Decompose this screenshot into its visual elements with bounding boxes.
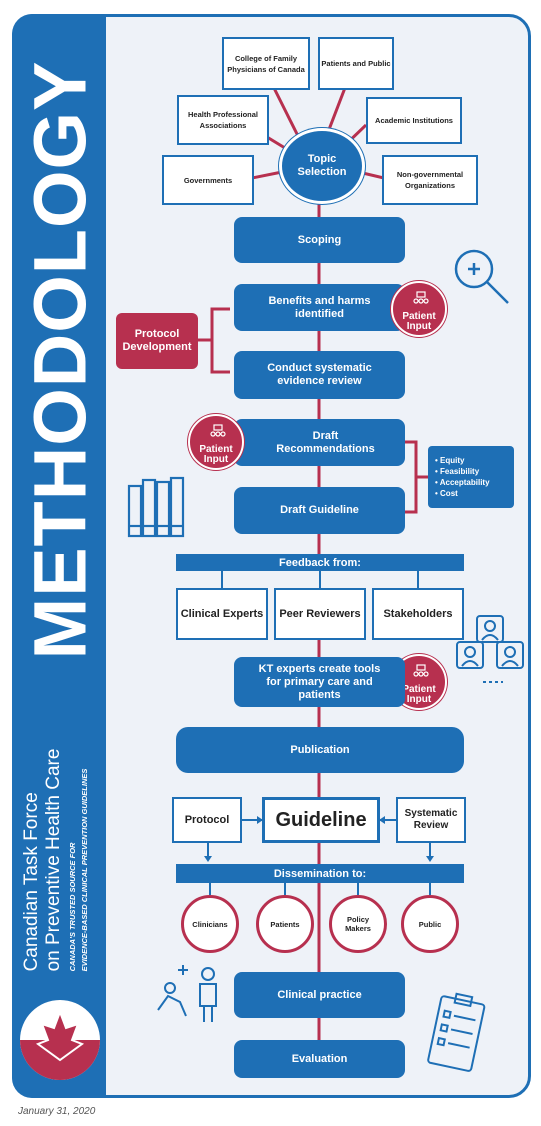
audience-clinicians: Clinicians	[181, 895, 239, 953]
step-systematic-review: Conduct systematic evidence review	[234, 351, 405, 399]
step-draft-recommendations: Draft Recommendations	[234, 419, 405, 466]
stakeholder-patients-public: Patients and Public	[318, 37, 394, 90]
topic-selection-node: Topic Selection	[279, 128, 365, 204]
feedback-clinical-experts: Clinical Experts	[176, 588, 268, 640]
magnifier-icon	[454, 249, 509, 304]
guideline-box: Guideline	[262, 797, 380, 843]
considerations-list: • Equity • Feasibility • Acceptability •…	[428, 446, 514, 508]
feedback-peer-reviewers: Peer Reviewers	[274, 588, 366, 640]
audience-public: Public	[401, 895, 459, 953]
patient-group-icon	[413, 664, 429, 677]
binders-icon	[127, 476, 185, 538]
patient-group-icon	[413, 291, 429, 304]
stakeholder-health-professional-associations: Health Professional Associations	[177, 95, 269, 145]
patient-input-badge: Patient Input	[391, 281, 447, 337]
stakeholder-governments: Governments	[162, 155, 254, 205]
feedback-stakeholders: Stakeholders	[372, 588, 464, 640]
step-publication: Publication	[176, 727, 464, 773]
protocol-box: Protocol	[172, 797, 242, 843]
patient-group-icon	[210, 424, 226, 437]
side-panel	[12, 14, 106, 1098]
feedback-from-bar: Feedback from:	[176, 554, 464, 571]
patient-input-label: Patient Input	[402, 311, 436, 332]
step-benefits-harms: Benefits and harms identified	[234, 284, 405, 331]
patient-input-badge: Patient Input	[188, 414, 244, 470]
consideration-item: • Acceptability	[435, 478, 490, 487]
clinician-patient-icon	[157, 965, 217, 1022]
stakeholder-academic-institutions: Academic Institutions	[366, 97, 462, 144]
patient-input-label: Patient Input	[402, 684, 436, 705]
publication-date: January 31, 2020	[18, 1106, 96, 1117]
step-evaluation: Evaluation	[234, 1040, 405, 1078]
people-chat-icon	[456, 615, 524, 683]
consideration-item: • Equity	[435, 456, 465, 465]
audience-patients: Patients	[256, 895, 314, 953]
systematic-review-box: Systematic Review	[396, 797, 466, 843]
step-clinical-practice: Clinical practice	[234, 972, 405, 1018]
checklist-icon	[427, 992, 486, 1072]
stakeholder-cfpc: College of Family Physicians of Canada	[222, 37, 310, 90]
audience-policy-makers: Policy Makers	[329, 895, 387, 953]
step-draft-guideline: Draft Guideline	[234, 487, 405, 534]
dissemination-bar: Dissemination to:	[176, 864, 464, 883]
stakeholder-ngos: Non-governmental Organizations	[382, 155, 478, 205]
ctfphc-logo	[20, 1000, 100, 1080]
step-kt-tools: KT experts create tools for primary care…	[234, 657, 405, 707]
protocol-development-box: Protocol Development	[116, 313, 198, 369]
consideration-item: • Cost	[435, 489, 458, 498]
step-scoping: Scoping	[234, 217, 405, 263]
patient-input-label: Patient Input	[199, 444, 233, 465]
consideration-item: • Feasibility	[435, 467, 480, 476]
